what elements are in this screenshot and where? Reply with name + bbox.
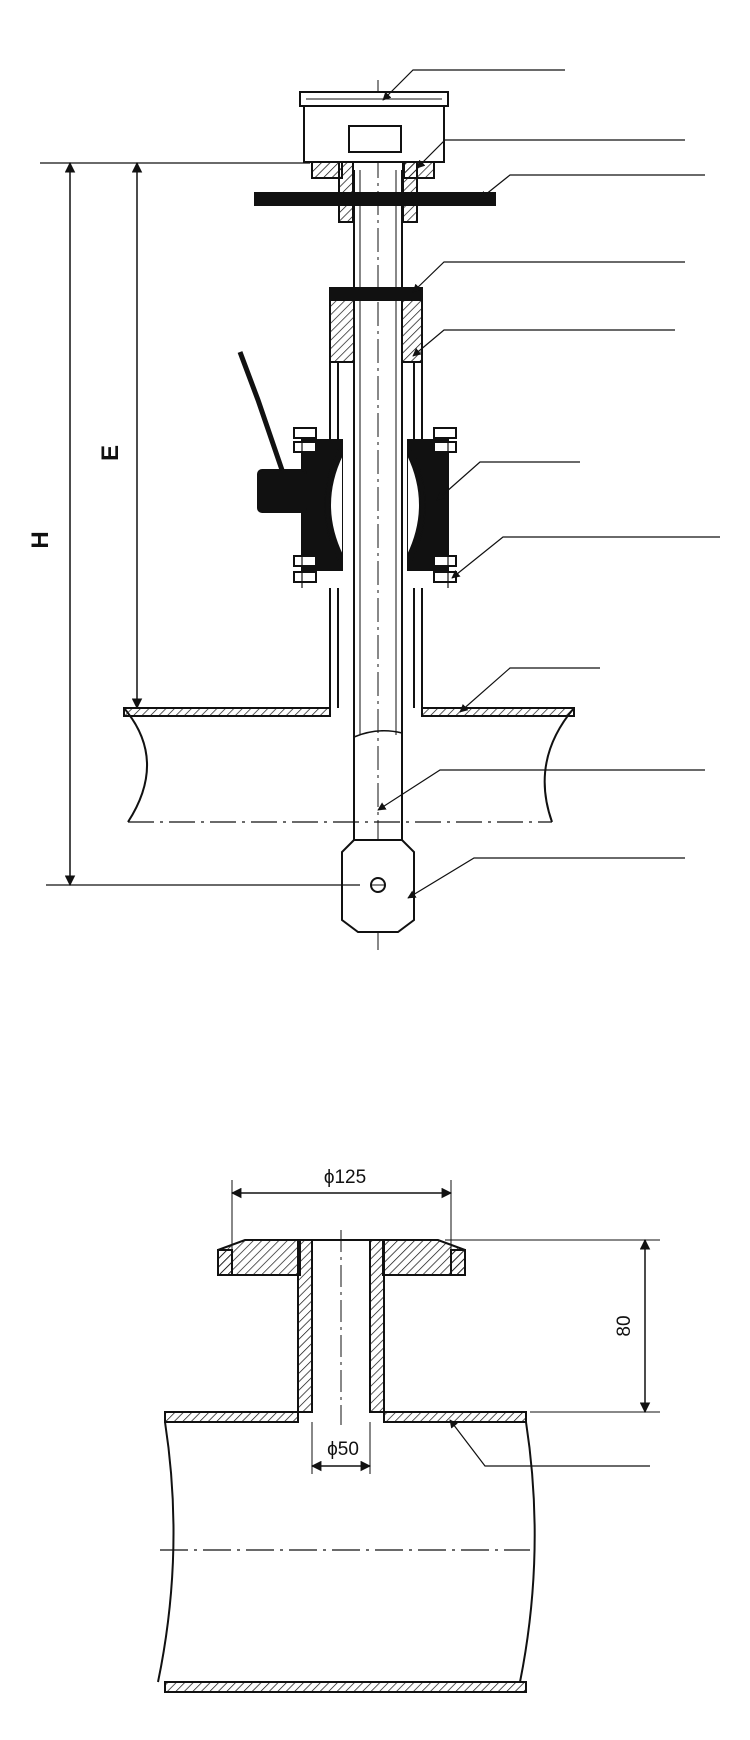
probe-rod bbox=[353, 170, 403, 840]
probe-assembly-view bbox=[40, 69, 720, 950]
nozzle bbox=[329, 588, 423, 708]
dimension-label-flange-diameter: ϕ125 bbox=[324, 1167, 366, 1188]
valve-lever bbox=[237, 351, 307, 513]
probe-tip bbox=[341, 839, 415, 933]
ball-valve bbox=[293, 427, 457, 588]
nozzle-detail-view bbox=[157, 1180, 660, 1693]
handwheel-bar bbox=[254, 192, 496, 206]
dimension-label-nozzle-bore: ϕ50 bbox=[327, 1439, 359, 1460]
detail-nozzle-wall-right bbox=[369, 1239, 385, 1413]
probe-head bbox=[299, 91, 449, 179]
detail-flange bbox=[217, 1239, 466, 1276]
leader-lines-top bbox=[377, 69, 720, 899]
stem-sleeve-right bbox=[402, 161, 418, 223]
detail-pipe bbox=[157, 1411, 536, 1693]
packing-gland bbox=[329, 287, 423, 440]
dimension-label-e: E bbox=[97, 445, 124, 461]
detail-nozzle-wall-left bbox=[297, 1239, 313, 1413]
dimension-label-nozzle-height: 80 bbox=[614, 1315, 635, 1336]
pipe-section-top bbox=[123, 707, 575, 823]
detail-leader-line bbox=[449, 1419, 650, 1467]
dimension-label-h: H bbox=[27, 531, 54, 548]
stem-sleeve-left bbox=[338, 161, 354, 223]
